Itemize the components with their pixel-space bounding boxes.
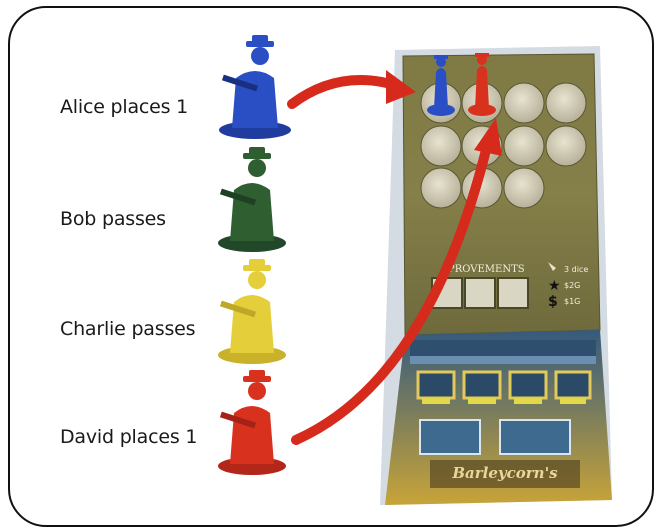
worker-slot — [421, 126, 461, 166]
svg-text:$1G: $1G — [564, 297, 580, 306]
improvement-slot — [465, 278, 495, 308]
worker-figure-green — [218, 147, 286, 252]
improvements-label: PROVEMENTS — [448, 264, 525, 275]
worker-slot — [504, 168, 544, 208]
svg-text:3 dice: 3 dice — [564, 265, 588, 274]
worker-slot — [546, 126, 586, 166]
worker-slot — [546, 83, 586, 123]
worker-slot — [421, 168, 461, 208]
star-icon: ★ — [548, 278, 561, 294]
worker-slot — [504, 126, 544, 166]
worker-figure-red — [218, 370, 286, 475]
dollar-icon: $ — [548, 294, 558, 310]
worker-figure-yellow — [218, 259, 286, 364]
building-sign: Barleycorn's — [451, 464, 558, 482]
improvement-slot — [498, 278, 528, 308]
svg-text:$2G: $2G — [564, 281, 580, 290]
game-board: Barleycorn's PROVEMENTS 3 dice ★ $2G $ $… — [380, 46, 612, 505]
worker-slot — [504, 83, 544, 123]
worker-figure-blue — [219, 35, 291, 139]
